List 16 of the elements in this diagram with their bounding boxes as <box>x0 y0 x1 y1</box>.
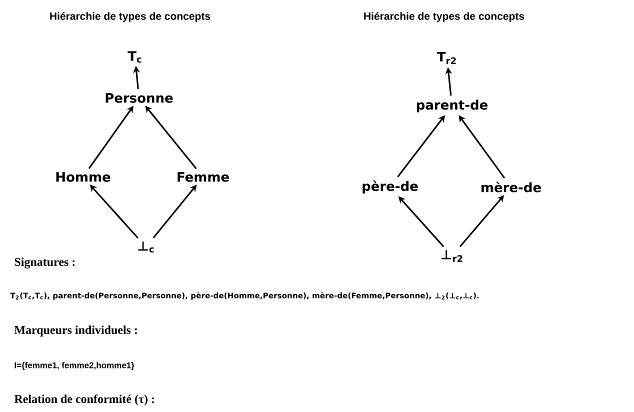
concept-label: mère-de <box>482 182 541 192</box>
concept-label: ⊥$_{r2}$ <box>442 250 462 262</box>
section-heading: Relation de conformité (τ) : <box>14 394 154 406</box>
heading: Hiérarchie de types de concepts <box>50 12 210 22</box>
concept-label: T$_{r2}$ <box>436 52 456 64</box>
heading: Hiérarchie de types de concepts <box>364 12 524 22</box>
section-heading: Signatures : <box>14 258 75 268</box>
concept-label: parent-de <box>416 100 488 112</box>
concept-label: Femme <box>178 172 229 182</box>
concept-label: Personne <box>106 93 173 103</box>
concept-label: père-de <box>362 180 418 194</box>
concept-label: ⊥$_{c}$ <box>138 241 154 253</box>
concept-label: Homme <box>56 172 110 182</box>
section-heading: Marqueurs individuels : <box>14 326 137 336</box>
marker-text: I={femme1, femme2,homme1} <box>14 362 134 370</box>
concept-label: T$_{c}$ <box>128 51 142 63</box>
